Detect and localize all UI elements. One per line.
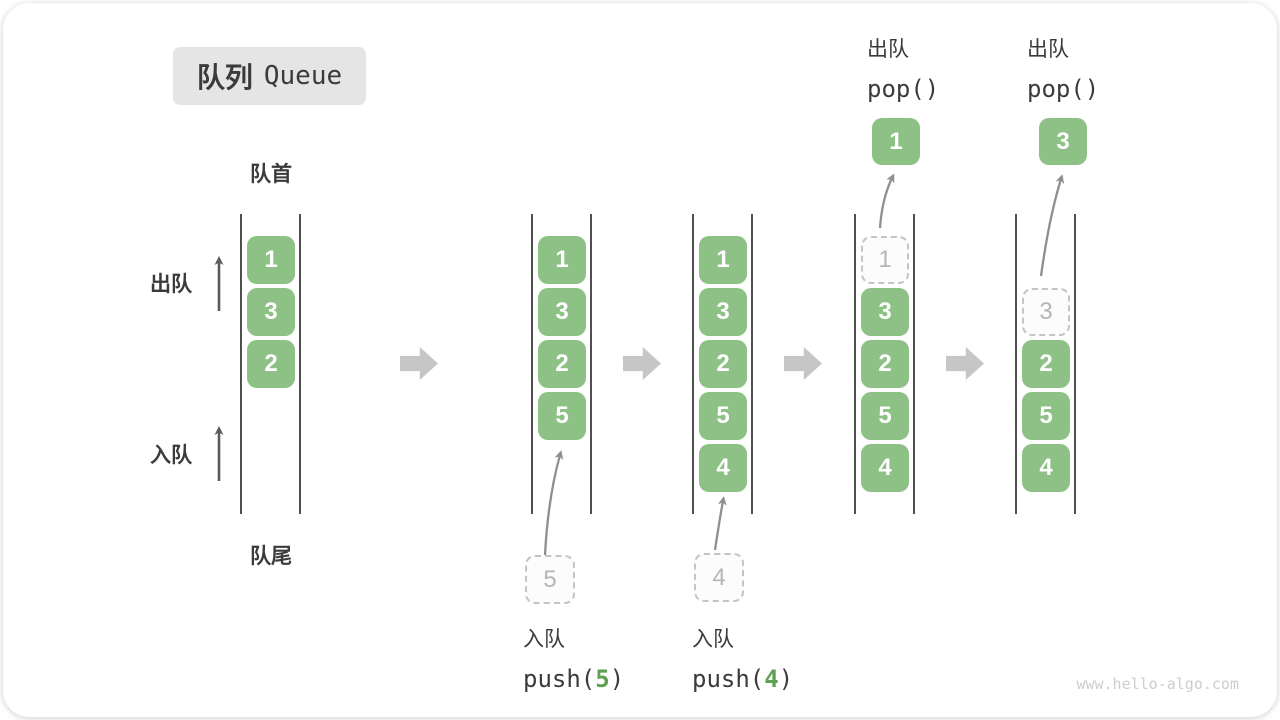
queue-item: 2 (1022, 340, 1070, 388)
queue-item: 4 (1022, 444, 1070, 492)
right-block-arrow-icon (946, 347, 984, 380)
popped-item: 3 (1039, 118, 1087, 165)
queue-state-2: 1 3 2 5 (531, 214, 592, 514)
ghost-item-popped: 1 (861, 236, 909, 284)
fn-name: push( (523, 665, 596, 693)
queue-item: 2 (247, 340, 295, 388)
operation-push-4: 入队 push(4) (692, 623, 793, 693)
queue-state-5: 3 2 5 4 (1015, 214, 1076, 514)
fn-close: ) (609, 665, 625, 693)
operation-pop-1: 出队 pop() (867, 33, 939, 103)
operation-label: 入队 (523, 628, 565, 651)
title-box: 队列 Queue (173, 47, 366, 105)
operation-code: pop() (867, 75, 940, 103)
queue-item: 3 (861, 288, 909, 336)
queue-item: 4 (699, 444, 747, 492)
diagram-card: 队列 Queue 队首 队尾 出队 入队 1 3 2 1 3 2 5 5 入队 … (3, 3, 1277, 717)
right-block-arrow-icon (623, 347, 661, 380)
fn-close: ) (778, 665, 794, 693)
operation-code: push(5) (523, 665, 624, 693)
queue-item: 2 (699, 340, 747, 388)
operation-push-5: 入队 push(5) (523, 623, 624, 693)
fn-arg: 5 (595, 665, 610, 693)
queue-item: 3 (247, 288, 295, 336)
operation-label: 入队 (692, 628, 734, 651)
fn-name: push( (692, 665, 765, 693)
label-queue-front: 队首 (250, 163, 292, 186)
operation-label: 出队 (867, 38, 909, 61)
title-en: Queue (263, 61, 343, 91)
operation-pop-3: 出队 pop() (1027, 33, 1099, 103)
queue-state-4: 1 3 2 5 4 (854, 214, 915, 514)
right-block-arrow-icon (784, 347, 822, 380)
watermark: www.hello-algo.com (1076, 675, 1239, 693)
queue-item: 5 (699, 392, 747, 440)
ghost-item-push-4: 4 (694, 553, 744, 602)
queue-state-1: 1 3 2 (240, 214, 301, 514)
label-queue-rear: 队尾 (250, 545, 292, 568)
queue-item: 1 (247, 236, 295, 284)
queue-item: 3 (538, 288, 586, 336)
queue-item: 1 (538, 236, 586, 284)
queue-item: 5 (1022, 392, 1070, 440)
ghost-item-push-5: 5 (525, 555, 575, 604)
queue-item: 3 (699, 288, 747, 336)
operation-label: 出队 (1027, 38, 1069, 61)
right-block-arrow-icon (400, 347, 438, 380)
label-dequeue: 出队 (150, 273, 192, 296)
ghost-item-popped: 3 (1022, 288, 1070, 336)
operation-code: push(4) (692, 665, 793, 693)
fn-arg: 4 (764, 665, 779, 693)
label-enqueue: 入队 (150, 444, 192, 467)
title-zh: 队列 (196, 62, 253, 93)
queue-item: 2 (861, 340, 909, 388)
queue-item: 2 (538, 340, 586, 388)
queue-item: 5 (861, 392, 909, 440)
queue-item: 5 (538, 392, 586, 440)
queue-item: 4 (861, 444, 909, 492)
popped-item: 1 (872, 118, 920, 165)
queue-state-3: 1 3 2 5 4 (692, 214, 753, 514)
operation-code: pop() (1027, 75, 1100, 103)
queue-item: 1 (699, 236, 747, 284)
